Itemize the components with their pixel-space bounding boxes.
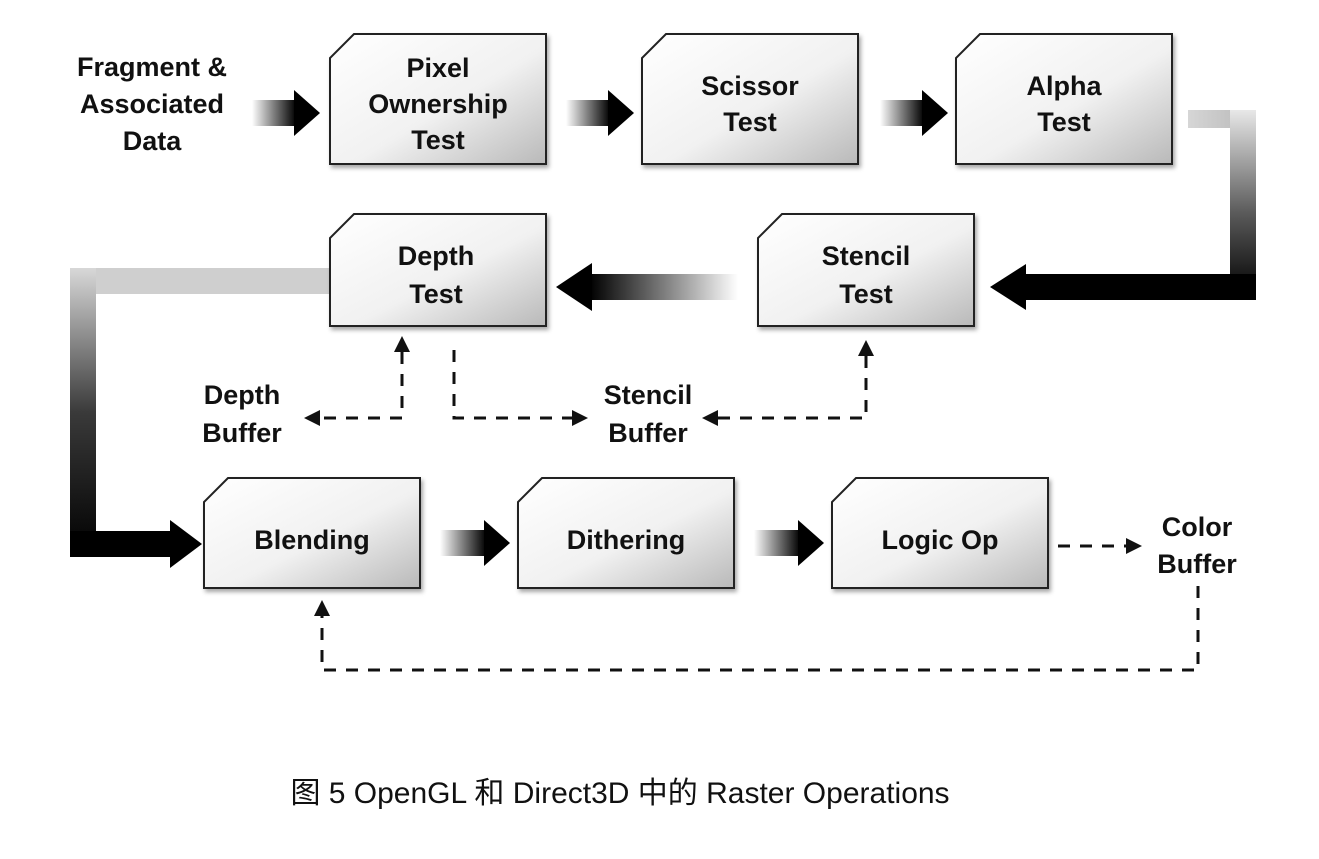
node-scissor-test: Scissor Test bbox=[641, 33, 859, 165]
node-label-line: Pixel bbox=[406, 53, 469, 83]
arrow-scissor-to-alpha bbox=[880, 90, 948, 136]
node-depth-test: Depth Test bbox=[329, 213, 547, 327]
stencil-buffer-label: Stencil Buffer bbox=[604, 380, 693, 448]
dashed-depth-to-stencil-buffer-link bbox=[452, 350, 588, 426]
buffer-label-line: Buffer bbox=[202, 418, 282, 448]
node-alpha-test: Alpha Test bbox=[955, 33, 1173, 165]
arrow-dithering-to-logic-op bbox=[754, 520, 824, 566]
buffer-label-line: Color bbox=[1162, 512, 1233, 542]
node-label-line: Ownership bbox=[368, 89, 508, 119]
input-label-line: Fragment & bbox=[77, 52, 227, 82]
node-label-line: Dithering bbox=[567, 525, 686, 555]
dashed-color-buffer-to-blending bbox=[314, 586, 1200, 672]
node-label-line: Test bbox=[723, 107, 777, 137]
node-stencil-test: Stencil Test bbox=[757, 213, 975, 327]
arrow-blending-to-dithering bbox=[440, 520, 510, 566]
node-label-line: Stencil bbox=[822, 241, 911, 271]
node-label-line: Alpha bbox=[1026, 71, 1102, 101]
node-label-line: Scissor bbox=[701, 71, 799, 101]
pipe-depth-to-blending bbox=[70, 268, 332, 568]
dashed-logic-op-to-color-buffer bbox=[1058, 538, 1142, 554]
arrow-stencil-to-depth bbox=[556, 263, 738, 311]
node-blending: Blending bbox=[203, 477, 421, 589]
buffer-label-line: Depth bbox=[204, 380, 281, 410]
node-label-line: Blending bbox=[254, 525, 370, 555]
input-label-line: Data bbox=[123, 126, 183, 156]
depth-buffer-label: Depth Buffer bbox=[202, 380, 282, 448]
node-logic-op: Logic Op bbox=[831, 477, 1049, 589]
input-label-line: Associated bbox=[80, 89, 224, 119]
node-label-line: Test bbox=[1037, 107, 1091, 137]
node-pixel-ownership-test: Pixel Ownership Test bbox=[329, 33, 547, 165]
node-dithering: Dithering bbox=[517, 477, 735, 589]
arrow-pixel-ownership-to-scissor bbox=[566, 90, 634, 136]
buffer-label-line: Buffer bbox=[1157, 549, 1237, 579]
dashed-depth-buffer-link bbox=[304, 336, 410, 426]
input-fragment-data-label: Fragment & Associated Data bbox=[77, 52, 227, 156]
arrow-input-to-pixel-ownership bbox=[252, 90, 320, 136]
buffer-label-line: Stencil bbox=[604, 380, 693, 410]
node-label-line: Depth bbox=[398, 241, 475, 271]
color-buffer-label: Color Buffer bbox=[1157, 512, 1237, 579]
dashed-stencil-buffer-link bbox=[702, 340, 874, 426]
figure-caption: 图 5 OpenGL 和 Direct3D 中的 Raster Operatio… bbox=[290, 777, 950, 810]
node-label-line: Logic Op bbox=[882, 525, 999, 555]
buffer-label-line: Buffer bbox=[608, 418, 688, 448]
node-label-line: Test bbox=[409, 279, 463, 309]
node-label-line: Test bbox=[411, 125, 465, 155]
node-label-line: Test bbox=[839, 279, 893, 309]
pipe-alpha-to-stencil bbox=[990, 110, 1256, 310]
